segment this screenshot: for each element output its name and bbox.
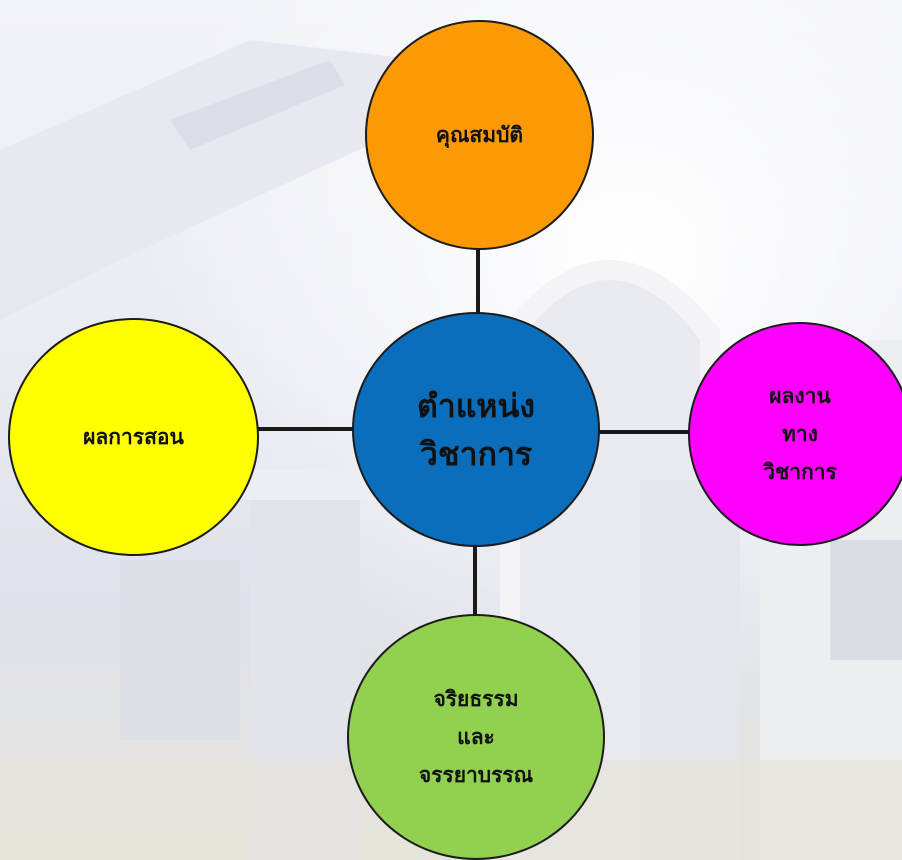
connector-right	[598, 430, 692, 434]
node-left-label: ผลการสอน	[83, 425, 184, 449]
node-bottom-label-line1: จริยธรรม	[433, 687, 519, 711]
connector-bottom	[473, 543, 477, 615]
node-bottom-ethics: จริยธรรม และ จรรยาบรรณ	[347, 614, 605, 860]
node-center-academic-position: ตำแหน่ง วิชาการ	[352, 312, 600, 547]
node-bottom-label-line2: และ	[457, 725, 495, 749]
node-right-label-line3: วิชาการ	[763, 460, 837, 484]
node-bottom-label-line3: จรรยาบรรณ	[418, 763, 534, 787]
node-center-label-line1: ตำแหน่ง	[417, 386, 535, 425]
node-right-academic-works: ผลงาน ทาง วิชาการ	[688, 322, 902, 546]
node-right-label-line2: ทาง	[782, 422, 818, 446]
node-top-qualifications: คุณสมบัติ	[365, 20, 594, 250]
connector-left	[258, 427, 354, 431]
connector-top	[476, 248, 480, 320]
node-right-label-line1: ผลงาน	[769, 384, 831, 408]
node-center-label-line2: วิชาการ	[419, 434, 533, 473]
node-top-label: คุณสมบัติ	[435, 123, 524, 147]
node-left-teaching-results: ผลการสอน	[8, 318, 259, 556]
